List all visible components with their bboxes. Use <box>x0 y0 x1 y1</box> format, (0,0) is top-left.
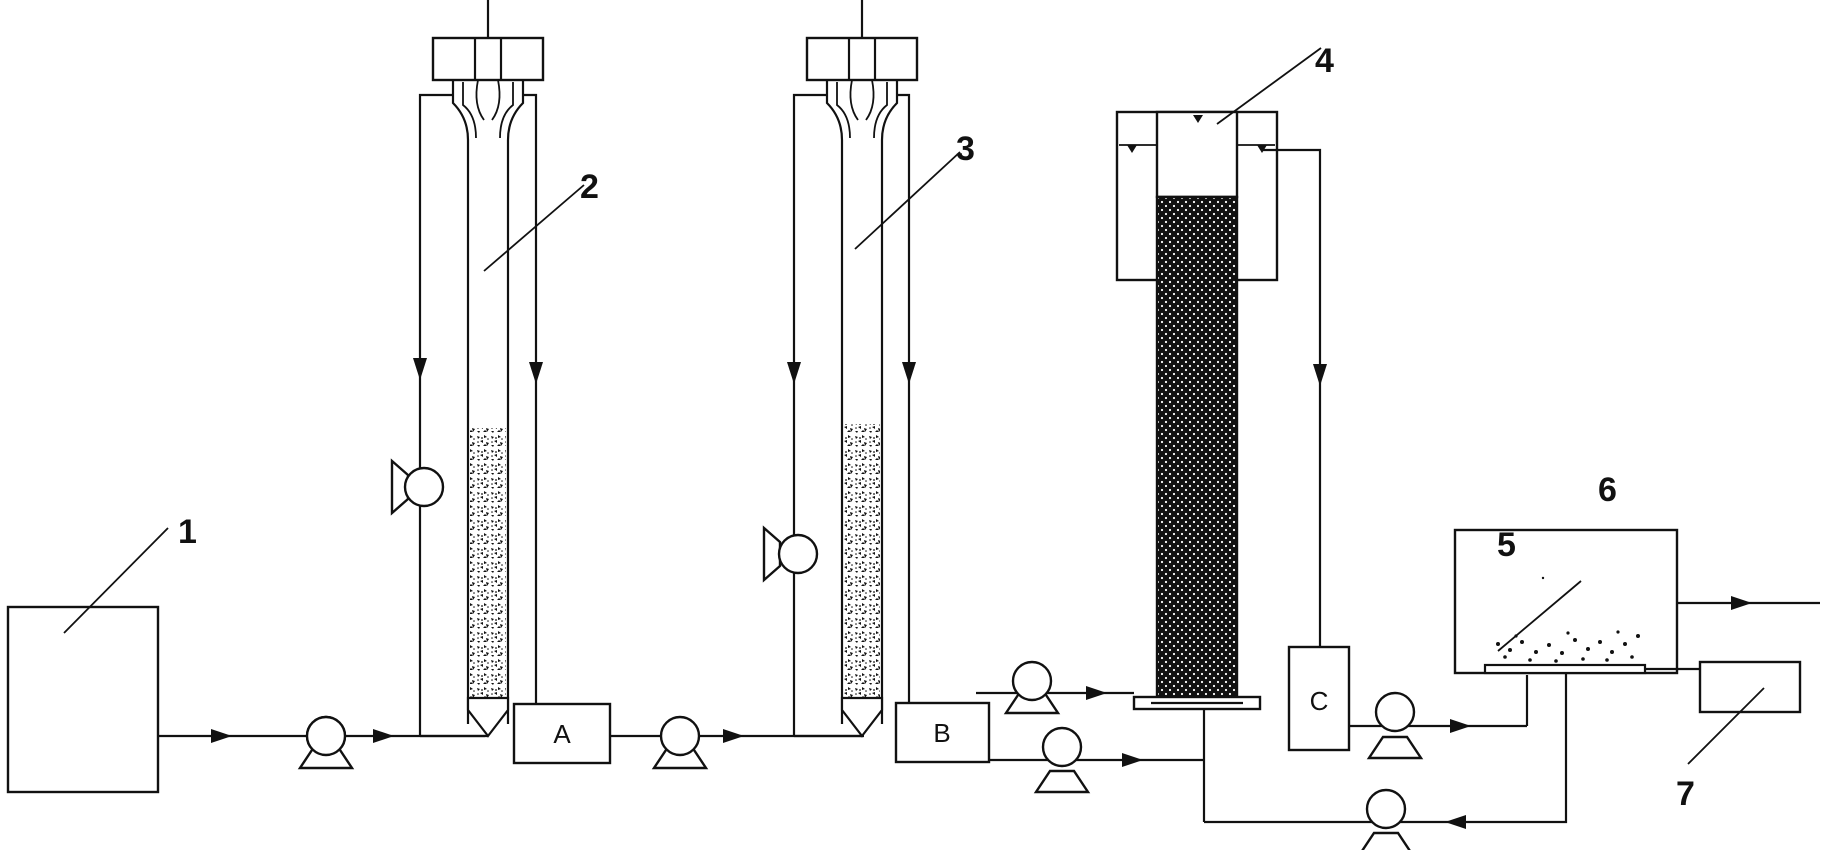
flow-arrow-icon <box>1086 686 1107 700</box>
flow-arrow-icon <box>787 362 801 384</box>
overflow-pipe-3 <box>897 93 911 704</box>
tank-C-label: C <box>1310 686 1329 716</box>
intermediate-tank-B: B <box>894 701 991 764</box>
leader-line-7 <box>1687 687 1765 765</box>
label-7: 7 <box>1676 775 1695 813</box>
leader-line-1 <box>63 527 169 634</box>
leader-line-6 <box>1497 580 1582 652</box>
label-1: 1 <box>178 513 197 551</box>
settling-tank-5 <box>1453 528 1679 675</box>
flow-arrow-icon <box>1313 364 1327 386</box>
flow-arrow-icon <box>1445 815 1466 829</box>
flow-arrow-icon <box>211 729 232 743</box>
intermediate-tank-A: A <box>512 702 612 765</box>
flow-arrow-icon <box>723 729 744 743</box>
leader-line-3 <box>854 151 961 250</box>
recycle-pipe-3 <box>792 93 827 736</box>
flow-arrow-icon <box>1122 753 1143 767</box>
tank-B-label: B <box>933 718 950 748</box>
tank-C: C <box>1287 645 1351 752</box>
overflow-pipe-4 <box>1262 148 1322 647</box>
reactor-2 <box>431 0 545 738</box>
peristaltic-pump-icon <box>297 715 355 770</box>
label-5: 5 <box>1497 526 1516 564</box>
tank-A-label: A <box>553 719 571 749</box>
peristaltic-pump-icon <box>762 525 819 583</box>
flow-arrow-icon <box>529 362 543 384</box>
recycle-pipe-2 <box>418 93 453 736</box>
peristaltic-pump-icon <box>1361 788 1411 850</box>
peristaltic-pump-icon <box>651 715 709 770</box>
peristaltic-pump-icon <box>1003 660 1061 715</box>
leader-line-2 <box>483 184 585 272</box>
label-6: 6 <box>1598 471 1617 509</box>
label-2: 2 <box>580 168 599 206</box>
label-3: 3 <box>956 130 975 168</box>
peristaltic-pump-icon <box>390 458 445 516</box>
sludge-recycle-pipe <box>1204 673 1568 824</box>
controller-7 <box>1698 660 1802 714</box>
overflow-pipe-2 <box>523 93 538 704</box>
flow-arrow-icon <box>413 358 427 380</box>
flow-arrow-icon <box>373 729 394 743</box>
packed-column-4 <box>1115 110 1279 711</box>
flow-arrow-icon <box>1731 596 1752 610</box>
flow-arrow-icon <box>1450 719 1471 733</box>
peristaltic-pump-icon <box>1033 726 1091 794</box>
flow-arrow-icon <box>902 362 916 384</box>
leader-line-4 <box>1216 47 1322 125</box>
feed-tank-1 <box>6 605 160 794</box>
peristaltic-pump-icon <box>1366 691 1424 760</box>
label-4: 4 <box>1315 42 1334 80</box>
reactor-3 <box>805 0 919 738</box>
